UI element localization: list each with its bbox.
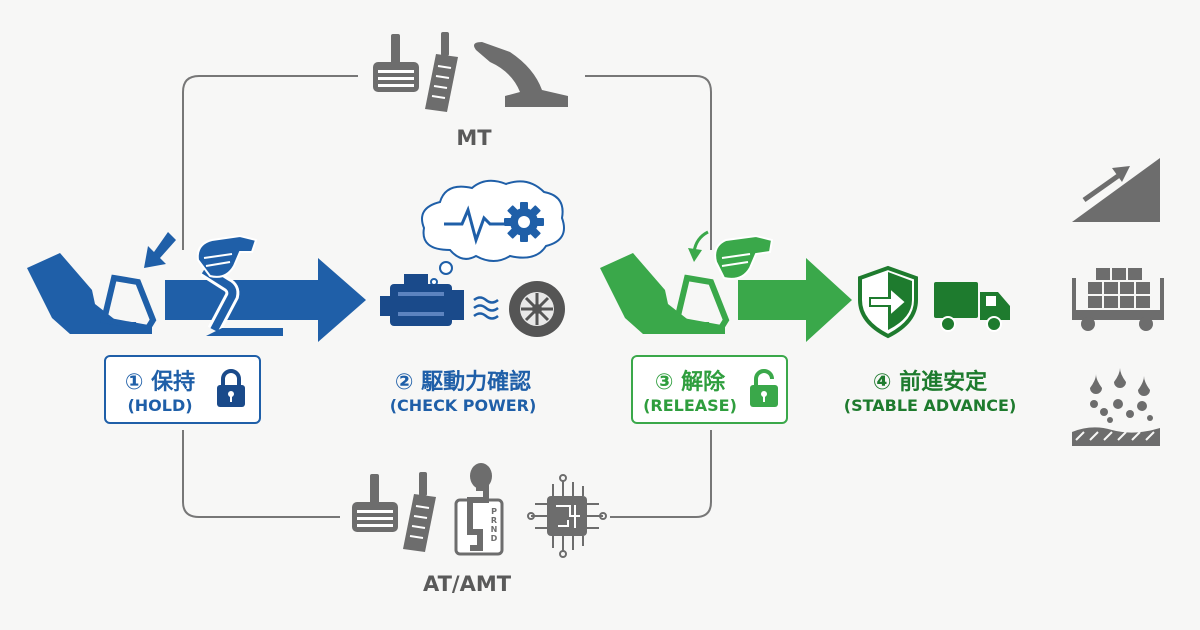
handbrake-icon xyxy=(474,42,568,107)
down-arrow-icon xyxy=(144,232,176,268)
loaded-cargo-icon xyxy=(1072,268,1164,331)
hand-on-lever-icon xyxy=(196,234,283,336)
step-hold-subtitle: (HOLD) xyxy=(127,396,193,415)
accelerator-pedal-icon xyxy=(403,472,436,552)
clutch-pedal-icon xyxy=(373,34,419,92)
mode-label-mt: MT xyxy=(456,126,492,150)
thought-cloud-icon xyxy=(421,179,565,286)
step-stable-advance-title: ④ 前進安定 xyxy=(872,370,988,395)
step-release-title: ③ 解除 xyxy=(654,370,726,395)
step-release-subtitle: (RELEASE) xyxy=(643,396,737,415)
shield-arrow-icon xyxy=(858,265,918,339)
step-check-power-title: ② 駆動力確認 xyxy=(394,370,532,395)
step-hold-title: ① 保持 xyxy=(124,370,196,395)
hold-flow-arrow xyxy=(165,258,366,342)
pulse-wave-icon xyxy=(444,205,504,245)
brake-pedal-icon xyxy=(352,474,398,532)
uphill-slope-icon xyxy=(1072,158,1160,222)
heat-waves-icon xyxy=(473,296,499,320)
lock-icon xyxy=(217,369,245,407)
release-flow-arrow xyxy=(738,258,852,342)
foot-on-pedal-icon xyxy=(600,253,730,334)
truck-icon xyxy=(934,282,1010,332)
unlock-icon xyxy=(750,369,778,407)
mode-connector-lines xyxy=(182,75,712,518)
accelerator-pedal-icon xyxy=(425,32,458,112)
foot-on-pedal-icon xyxy=(27,253,157,334)
mode-label-at-amt: AT/AMT xyxy=(423,572,512,596)
wheel-icon xyxy=(509,281,565,337)
chip-icon xyxy=(527,474,607,558)
hand-release-icon xyxy=(688,230,774,280)
step-check-power-subtitle: (CHECK POWER) xyxy=(389,396,537,415)
step-stable-advance-subtitle: (STABLE ADVANCE) xyxy=(843,396,1017,415)
engine-icon xyxy=(380,274,464,326)
rough-road-icon xyxy=(1072,368,1160,446)
gear-icon xyxy=(504,202,544,242)
